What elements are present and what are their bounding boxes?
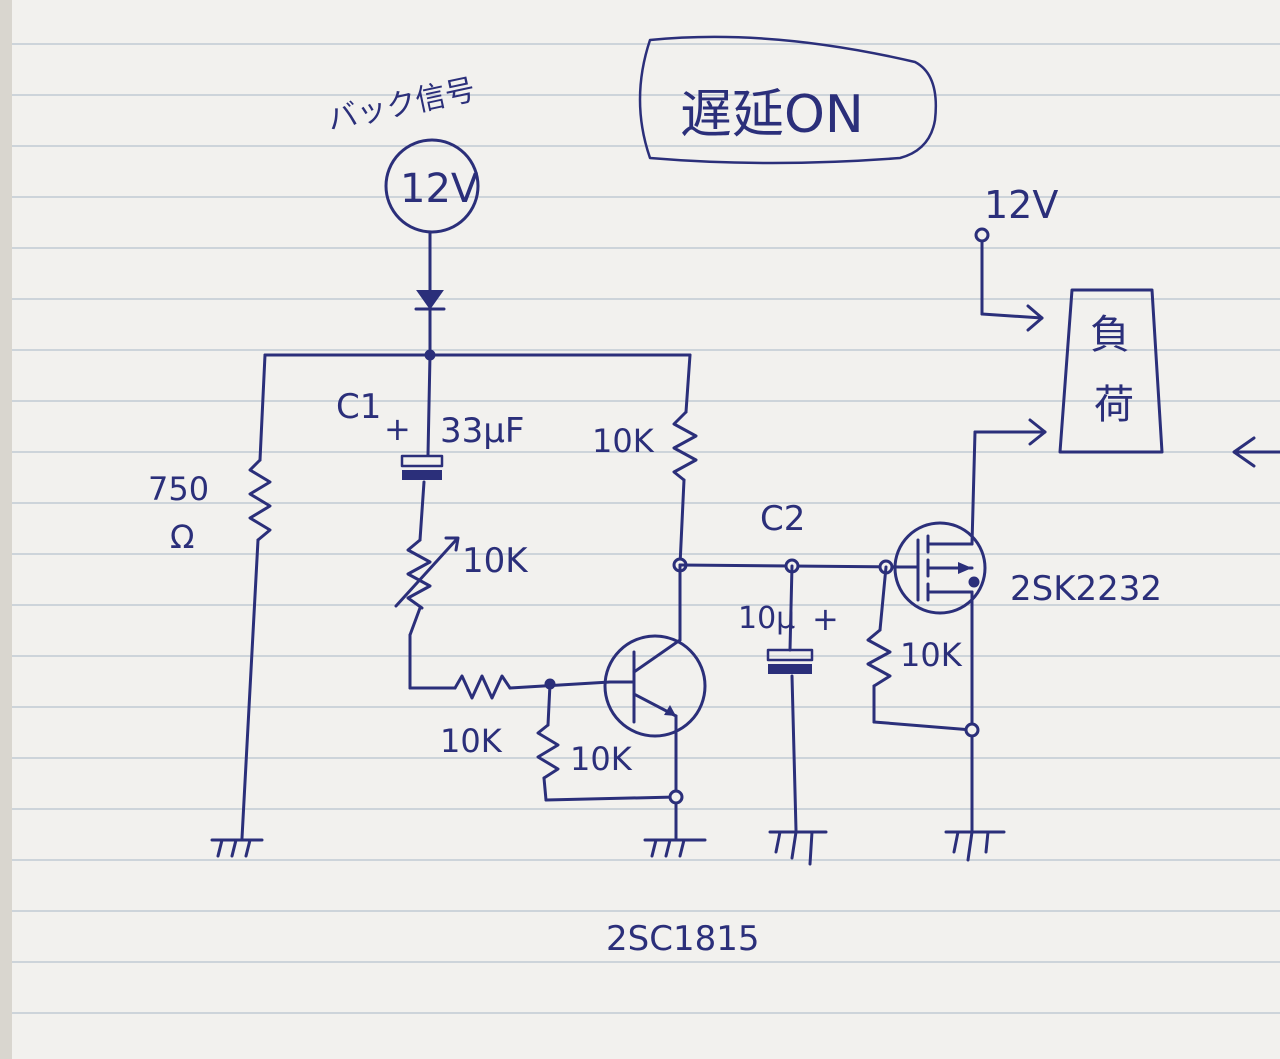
ground-symbol [768, 830, 828, 866]
load-label-line2: 荷 [1094, 382, 1134, 428]
variable-resistor-value: 10K [462, 541, 529, 581]
c1-capacitor-symbol [400, 454, 444, 480]
mosfet-part: 2SK2232 [1010, 569, 1162, 609]
transistor-part: 2SC1815 [606, 919, 759, 959]
c2-ref: C2 [760, 499, 805, 539]
supply-voltage: 12V [984, 183, 1058, 227]
resistor-750-symbol [248, 458, 272, 542]
base-emitter-resistor-value: 10K [570, 740, 633, 778]
npn-transistor-symbol [603, 634, 707, 738]
base-emitter-resistor-symbol [536, 723, 560, 780]
c2-value: 10μ [738, 601, 795, 636]
gate-resistor-symbol [866, 628, 892, 688]
c1-ref: C1 [336, 387, 381, 427]
mosfet-symbol [893, 521, 987, 615]
c1-polarity: + [384, 410, 411, 448]
input-signal-voltage: 12V [400, 166, 479, 212]
variable-resistor-symbol [406, 538, 432, 610]
load-box [1058, 288, 1164, 454]
pullup-resistor-value: 10K [592, 422, 655, 460]
diode-symbol [416, 290, 444, 310]
title-box [638, 35, 937, 165]
ground-symbol [944, 830, 1006, 862]
gate-resistor-value: 10K [900, 636, 963, 674]
ruled-lines [12, 43, 1280, 1014]
ground-symbol [643, 838, 707, 858]
title: 遅延ON [680, 85, 864, 145]
notebook-page [12, 0, 1280, 1059]
c2-polarity: + [812, 600, 839, 638]
edge-arrow-icon [1232, 436, 1256, 468]
resistor-750-value: 750 [148, 470, 209, 508]
base-resistor-symbol [453, 674, 512, 700]
resistor-750-unit: Ω [170, 518, 194, 556]
load-label-line1: 負 [1090, 312, 1130, 358]
input-signal-circle [384, 138, 480, 234]
base-resistor-value: 10K [440, 722, 503, 760]
c2-capacitor-symbol [766, 648, 814, 674]
c1-value: 33μF [440, 411, 524, 451]
pullup-resistor-symbol [672, 410, 698, 482]
ground-symbol [210, 838, 264, 858]
